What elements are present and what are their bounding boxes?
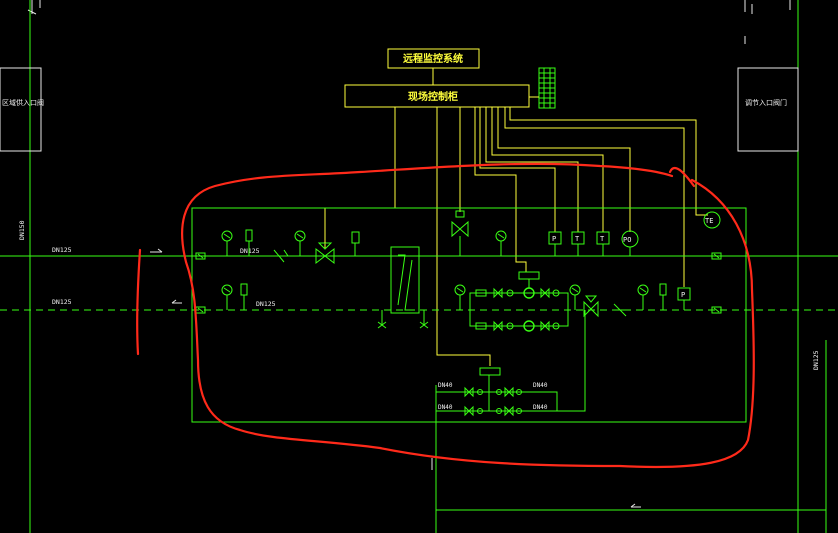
control-signal-lines: [324, 107, 708, 366]
pressure-tag-1: P: [552, 235, 556, 243]
return-mid-label: DN125: [256, 300, 276, 308]
pressure-tag-2: P: [681, 291, 685, 299]
top-marker-right: [744, 0, 791, 44]
left-vertical-pipe-label: DN150: [18, 220, 26, 240]
right-entry-box: 调节入口阀门: [737, 67, 799, 152]
makeup-valve-icon: [451, 210, 469, 256]
bypass-label-2: DN40: [533, 382, 548, 389]
remote-monitoring-box: 远程监控系统: [387, 48, 480, 85]
bypass-label-4: DN40: [533, 404, 548, 411]
flange-connectors: [195, 252, 722, 314]
left-entry-box-label: 区域供入口阀: [2, 98, 44, 107]
red-markup-annotation: [136, 162, 755, 469]
right-vertical-pipe-label: DN125: [812, 350, 820, 370]
bypass-label-1: DN40: [438, 382, 453, 389]
control-cabinet-box: 现场控制柜: [344, 84, 530, 108]
left-entry-box: 区域供入口阀: [0, 67, 44, 152]
bypass-label-3: DN40: [438, 404, 453, 411]
bottom-return-line: [431, 458, 826, 511]
supply-instruments: [221, 229, 360, 263]
power-tag: PO: [623, 236, 631, 244]
temp-tag-2: T: [600, 235, 605, 243]
remote-monitoring-label: 远程监控系统: [403, 52, 463, 65]
top-marker-left: [27, 0, 41, 15]
server-rack-icon: [529, 67, 556, 109]
return-instruments-right: P: [454, 283, 691, 318]
instrument-row: P T T PO TE: [495, 211, 721, 256]
temp-tag-1: T: [575, 235, 580, 243]
pump-group: [469, 271, 569, 332]
supply-left-label: DN125: [52, 246, 72, 254]
supply-mid-label: DN125: [240, 247, 260, 255]
station-enclosure: [191, 207, 747, 423]
heat-exchanger-icon: [377, 246, 429, 329]
temp-element-tag: TE: [705, 217, 713, 225]
return-instruments-left: [221, 283, 248, 310]
bypass-group: DN40 DN40 DN40 DN40: [435, 310, 586, 533]
right-vertical-pipe: [797, 0, 827, 533]
return-main-line: DN125 DN125: [0, 298, 838, 311]
return-left-label: DN125: [52, 298, 72, 306]
right-entry-box-label: 调节入口阀门: [745, 98, 787, 107]
control-cabinet-label: 现场控制柜: [408, 90, 458, 103]
supply-control-valve-icon: [315, 238, 335, 265]
